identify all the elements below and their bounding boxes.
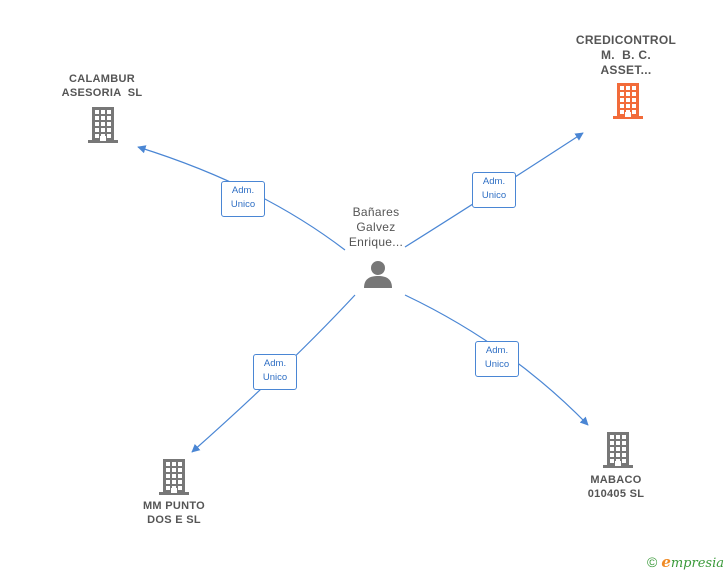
edge-label-mm-punto[interactable]: Adm. Unico (253, 354, 297, 390)
company-name-mm-punto[interactable]: MM PUNTO DOS E SL (142, 500, 206, 526)
building-icon[interactable] (602, 432, 634, 468)
building-icon[interactable] (158, 459, 190, 495)
person-icon[interactable] (363, 259, 393, 289)
brand-logo: empresia (661, 553, 724, 571)
person-name[interactable]: Bañares Galvez Enrique... (348, 205, 404, 249)
building-icon[interactable] (87, 107, 119, 143)
company-name-calambur[interactable]: CALAMBUR ASESORIA SL (61, 73, 143, 99)
company-name-mabaco[interactable]: MABACO 010405 SL (587, 474, 645, 500)
copyright-icon: © (646, 554, 658, 570)
edge-label-credicontrol[interactable]: Adm. Unico (472, 172, 516, 208)
edge-label-calambur[interactable]: Adm. Unico (221, 181, 265, 217)
footer-brand: © empresia (647, 553, 724, 571)
building-icon[interactable] (612, 83, 644, 119)
company-name-credicontrol[interactable]: CREDICONTROL M. B. C. ASSET... (575, 33, 677, 77)
edge-label-mabaco[interactable]: Adm. Unico (475, 341, 519, 377)
